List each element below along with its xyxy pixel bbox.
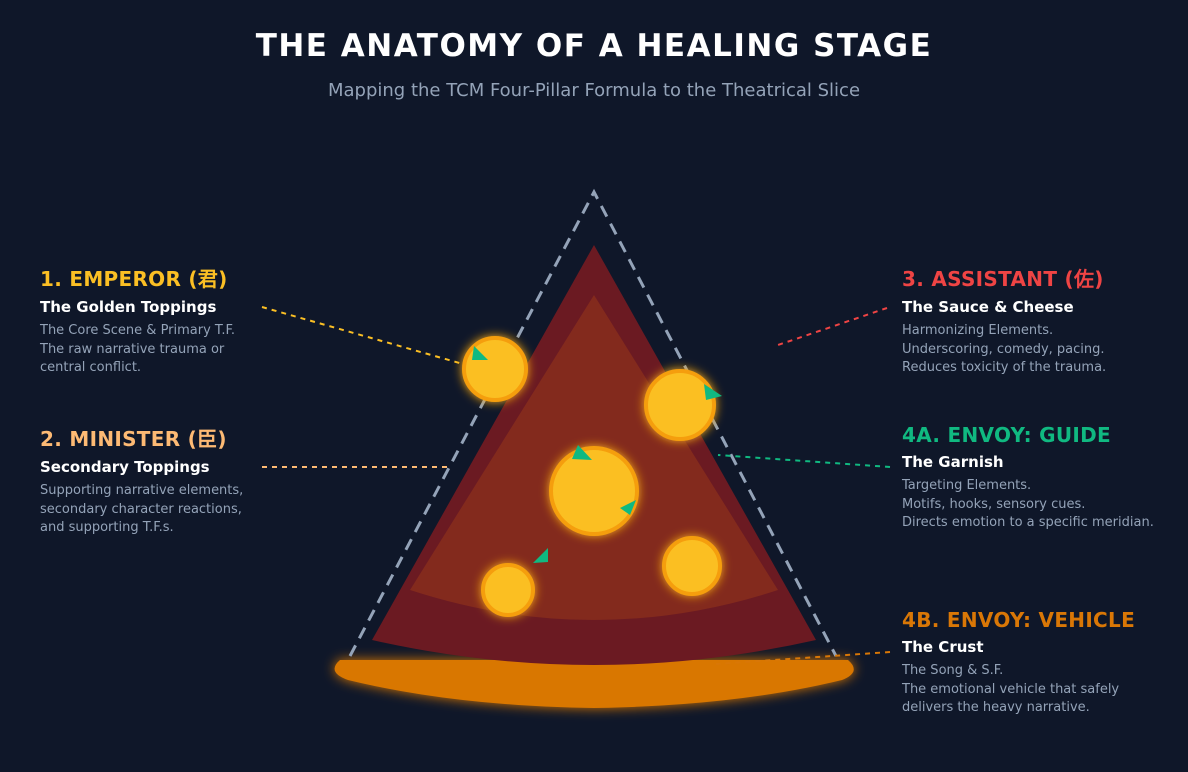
vehicle-heading: 4B. ENVOY: VEHICLE [902, 608, 1136, 632]
connector-assistant [777, 307, 888, 346]
guide-heading: 4A. ENVOY: GUIDE [902, 423, 1112, 447]
topping-4 [662, 536, 722, 596]
guide-description: Targeting Elements. Motifs, hooks, senso… [902, 478, 1154, 530]
topping-1 [462, 336, 528, 402]
garnish-leaf-5 [533, 548, 548, 563]
assistant-subheading: The Sauce & Cheese [902, 298, 1074, 316]
minister-heading: 2. MINISTER (臣) [40, 427, 227, 451]
assistant-block: 3. ASSISTANT (佐) The Sauce & Cheese Harm… [902, 263, 1172, 378]
guide-subheading: The Garnish [902, 453, 1004, 471]
vehicle-subheading: The Crust [902, 638, 984, 656]
slice-outline [348, 188, 838, 657]
assistant-heading: 3. ASSISTANT (佐) [902, 267, 1104, 291]
page-subtitle: Mapping the TCM Four-Pillar Formula to t… [327, 80, 861, 101]
vehicle-block: 4B. ENVOY: VEHICLE The Crust The Song & … [902, 608, 1172, 718]
garnish-leaf-1 [472, 346, 488, 360]
guide-block: 4A. ENVOY: GUIDE The Garnish Targeting E… [902, 423, 1182, 533]
emperor-subheading: The Golden Toppings [40, 298, 217, 316]
page-title: THE ANATOMY OF A HEALING STAGE [255, 28, 933, 64]
connector-guide [717, 454, 891, 468]
emperor-description: The Core Scene & Primary T.F. The raw na… [40, 323, 235, 375]
topping-5 [481, 563, 535, 617]
garnish-leaf-3 [572, 445, 592, 460]
minister-subheading: Secondary Toppings [40, 458, 210, 476]
connector-emperor [261, 306, 471, 367]
topping-3 [549, 446, 639, 536]
emperor-block: 1. EMPEROR (君) The Golden Toppings The C… [40, 263, 270, 378]
garnish-leaf-2 [704, 384, 722, 400]
minister-block: 2. MINISTER (臣) Secondary Toppings Suppo… [40, 423, 270, 538]
emperor-heading: 1. EMPEROR (君) [40, 267, 228, 291]
vehicle-description: The Song & S.F. The emotional vehicle th… [902, 663, 1120, 715]
assistant-description: Harmonizing Elements. Underscoring, come… [902, 323, 1107, 375]
garnish-leaf-4 [620, 500, 636, 515]
minister-description: Supporting narrative elements, secondary… [40, 483, 244, 535]
topping-2 [644, 369, 716, 441]
crust-shape [334, 660, 854, 708]
